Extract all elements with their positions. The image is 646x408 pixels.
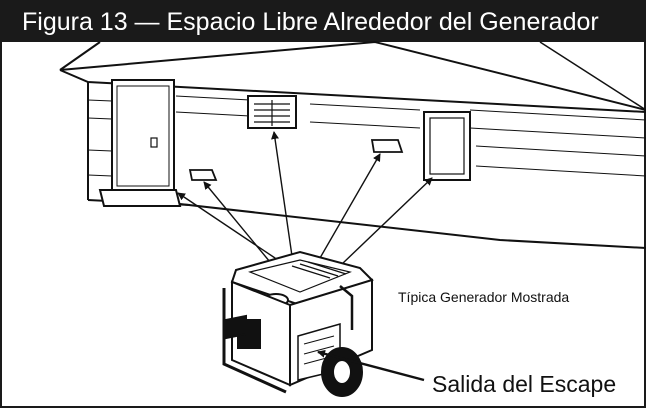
roof-ridge <box>539 41 646 111</box>
generator-caption: Típica Generador Mostrada <box>398 289 570 305</box>
arrow-icon <box>313 153 381 267</box>
arrow-icon <box>334 177 433 272</box>
arrow-icon <box>203 181 278 270</box>
roof-edge-left <box>59 41 101 71</box>
vent-icon <box>247 95 297 129</box>
figure-title: Figura 13 — Espacio Libre Alrededor del … <box>0 0 646 42</box>
arrow-icon <box>177 192 284 266</box>
exhaust-label: Salida del Escape <box>432 371 617 397</box>
clearance-arrows <box>177 131 433 272</box>
door-icon <box>98 79 182 207</box>
siding-lines <box>87 95 646 177</box>
roof-line <box>59 40 646 111</box>
arrow-icon <box>271 131 297 264</box>
generator-icon <box>222 250 374 397</box>
window-icon <box>423 111 471 181</box>
exhaust-pointer-arrow-icon <box>317 349 425 382</box>
small-vent-right <box>370 139 404 153</box>
small-vent-left <box>188 169 218 181</box>
